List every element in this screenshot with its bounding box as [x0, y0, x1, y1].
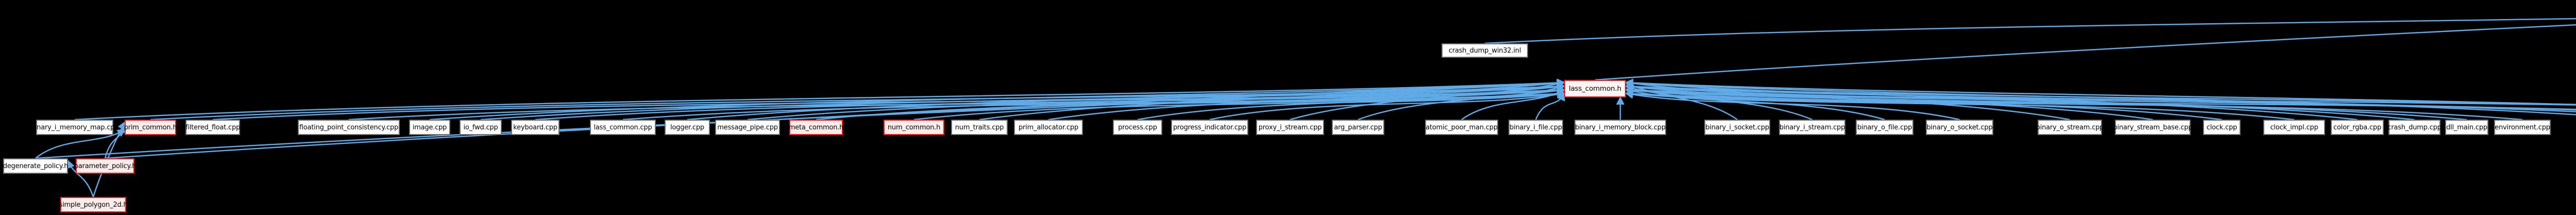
include-edge [1624, 78, 2576, 106]
file-node-binary_i_memory_block_cpp[interactable]: binary_i_memory_block.cpp [1574, 120, 1666, 135]
file-node-lass_common_cpp[interactable]: lass_common.cpp [590, 120, 656, 135]
include-edge [1535, 92, 1565, 120]
file-node-message_pipe_cpp[interactable]: message_pipe.cpp [715, 120, 780, 135]
file-node-keyboard_cpp[interactable]: keyboard.cpp [511, 120, 560, 135]
file-node-io_fwd_cpp[interactable]: io_fwd.cpp [460, 120, 502, 135]
file-node-floating_point_consistency_cpp[interactable]: floating_point_consistency.cpp [298, 120, 400, 135]
file-node-binary_o_stream_cpp[interactable]: binary_o_stream.cpp [2036, 120, 2104, 135]
file-node-proxy_i_stream_cpp[interactable]: proxy_i_stream.cpp [1256, 120, 1324, 135]
include-edge [35, 82, 1566, 159]
file-node-lass_common_h[interactable]: lass_common.h [1564, 80, 1626, 97]
file-node-binary_i_memory_map_cpp[interactable]: binary_i_memory_map.cpp [31, 120, 119, 135]
include-edge [1624, 86, 2576, 106]
file-node-num_common_h[interactable]: num_common.h [884, 120, 944, 135]
file-node-environment_cpp[interactable]: environment.cpp [2494, 120, 2551, 135]
include-edge [1624, 82, 2576, 105]
include-edge [1209, 90, 1566, 121]
file-node-num_traits_cpp[interactable]: num_traits.cpp [951, 120, 1008, 135]
file-node-dll_main_cpp[interactable]: dll_main.cpp [2445, 120, 2488, 135]
file-node-process_cpp[interactable]: process.cpp [1113, 120, 1162, 135]
file-node-binary_o_file_cpp[interactable]: binary_o_file.cpp [1856, 120, 1913, 135]
file-node-binary_i_file_cpp[interactable]: binary_i_file.cpp [1509, 120, 1563, 135]
file-node-clock_impl_cpp[interactable]: clock_impl.cpp [2263, 120, 2325, 135]
file-node-prim_allocator_cpp[interactable]: prim_allocator.cpp [1014, 120, 1083, 135]
file-node-parameter_policy_h[interactable]: parameter_policy.h [74, 158, 136, 174]
file-node-prim_common_h[interactable]: prim_common.h [124, 120, 177, 135]
file-node-degenerate_policy_h[interactable]: degenerate_policy.h [3, 158, 69, 174]
file-node-atomic_poor_man_cpp[interactable]: atomic_poor_man.cpp [1425, 120, 1498, 135]
file-node-crash_dump_win32_inl[interactable]: crash_dump_win32.inl [1442, 43, 1528, 58]
file-node-progress_indicator_cpp[interactable]: progress_indicator.cpp [1171, 120, 1248, 135]
file-node-binary_i_socket_cpp[interactable]: binary_i_socket.cpp [1704, 120, 1770, 135]
include-edge [1624, 86, 2576, 111]
file-node-crash_dump_cpp[interactable]: crash_dump.cpp [2387, 120, 2442, 135]
file-node-binary_stream_base_cpp[interactable]: binary_stream_base.cpp [2113, 120, 2193, 135]
include-edge [1624, 90, 1960, 121]
file-node-image_cpp[interactable]: image.cpp [409, 120, 450, 135]
file-node-binary_i_stream_cpp[interactable]: binary_i_stream.cpp [1779, 120, 1845, 135]
file-node-color_rgba_cpp[interactable]: color_rgba.cpp [2331, 120, 2384, 135]
include-edge [74, 78, 1566, 121]
include-edge [687, 78, 1566, 121]
include-edge [1624, 90, 2295, 121]
include-edge [66, 159, 94, 197]
file-node-meta_common_h[interactable]: meta_common.h [789, 120, 844, 135]
file-node-clock_cpp[interactable]: clock.cpp [2203, 120, 2241, 135]
include-edge [1624, 89, 2576, 110]
file-node-arg_parser_cpp[interactable]: arg_parser.cpp [1332, 120, 1384, 135]
include-edge [35, 128, 126, 159]
file-node-simple_polygon_2d_h[interactable]: simple_polygon_2d.h [59, 197, 128, 212]
include-edge [150, 82, 1566, 121]
file-node-logger_cpp[interactable]: logger.cpp [665, 120, 710, 135]
file-node-filtered_float_cpp[interactable]: filtered_float.cpp [185, 120, 240, 135]
include-edge [1461, 89, 1566, 121]
include-edge [1290, 80, 1566, 121]
include-edge [1624, 89, 2523, 121]
file-node-binary_o_socket_cpp[interactable]: binary_o_socket.cpp [1926, 120, 1993, 135]
include-edge [1358, 84, 1566, 121]
include-edge [1484, 18, 2576, 44]
include-edge [1595, 24, 2576, 81]
